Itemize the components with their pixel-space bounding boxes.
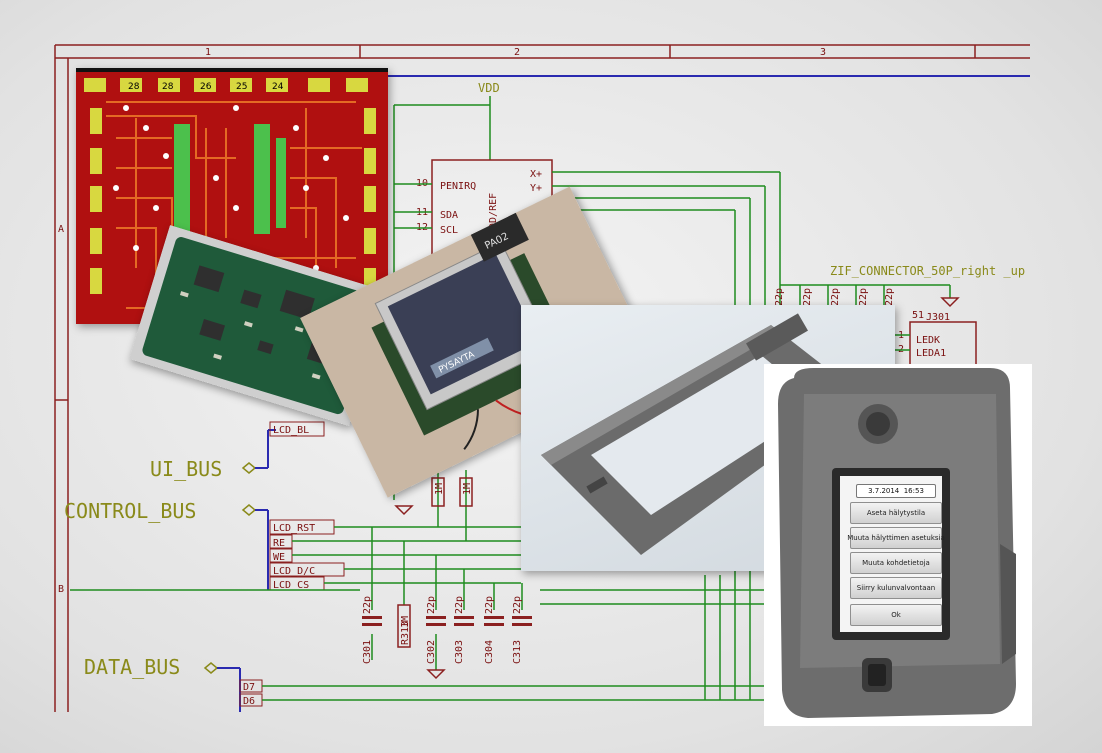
- frame-number-1: 1: [205, 47, 211, 58]
- chip-pin-xplus: X+: [530, 169, 542, 180]
- data-bus-label: DATA_BUS: [84, 655, 180, 679]
- menu-item-ok[interactable]: Ok: [850, 604, 942, 626]
- menu-item-muuta-kohdetietoja[interactable]: Muuta kohdetietoja: [850, 552, 942, 574]
- cap-value-3: 22p: [454, 596, 465, 614]
- connector-pin-51: 51: [912, 310, 924, 321]
- chip-pin-yplus: Y+: [530, 183, 542, 194]
- cap-ref-2: C302: [426, 640, 437, 664]
- finished-device-photo: 3.7.2014 16:53 Aseta hälytystila Muuta h…: [764, 364, 1032, 726]
- prototype-photo: PYSAYTA PA02: [300, 186, 658, 498]
- conn-cap-value-3: 22p: [830, 288, 841, 306]
- device-date: 3.7.2014: [868, 487, 900, 495]
- cap-ref-3: C303: [454, 640, 465, 664]
- control-bus-label: CONTROL_BUS: [64, 499, 196, 523]
- svg-text:LCD_D/C: LCD_D/C: [273, 566, 315, 577]
- svg-text:WE: WE: [273, 552, 285, 563]
- svg-text:LCD_CS: LCD_CS: [273, 580, 309, 591]
- menu-item-muuta-halyttimen-asetuksia[interactable]: Muuta hälyttimen asetuksia: [847, 527, 945, 549]
- pullup-resistor-2: [459, 477, 473, 507]
- signal-wires: [70, 470, 780, 701]
- frame-letter-a: A: [58, 224, 64, 235]
- signal-label-lcd-cs: LCD_CS: [269, 576, 325, 591]
- ui-bus-label: UI_BUS: [150, 457, 222, 481]
- signal-label-lcd-rst: LCD_RST: [269, 519, 335, 535]
- pcb-label-3: 26: [200, 82, 212, 92]
- conn-cap-value-5: 22p: [884, 288, 895, 306]
- schematic-frame: [54, 44, 1030, 712]
- connector-pin-leda1: LEDA1: [916, 348, 946, 359]
- menu-item-siirry-kulunvalvontaan[interactable]: Siirry kulunvalvontaan: [850, 577, 942, 599]
- device-time: 16:53: [903, 487, 924, 495]
- resistor-r313: [397, 604, 411, 648]
- chip-pin-penirq: PENIRQ: [440, 181, 476, 192]
- chip-pin-scl: SCL: [440, 225, 458, 236]
- pullup-value-2: 1M: [462, 483, 473, 495]
- connector-title: ZIF_CONNECTOR_50P_right _up: [830, 264, 1025, 278]
- cap-value-2: 22p: [426, 596, 437, 614]
- cap-ref-4: C304: [484, 640, 495, 664]
- bus-lines: [217, 429, 276, 712]
- pullup-resistor-1: [431, 477, 445, 507]
- device-date-time: 3.7.2014 16:53: [856, 484, 936, 498]
- frame-number-2: 2: [514, 47, 520, 58]
- svg-text:LCD_RST: LCD_RST: [273, 523, 315, 534]
- ground-symbol: [426, 669, 446, 680]
- conn-cap-value-2: 22p: [802, 288, 813, 306]
- chip-pin-vddref: VDD/REF: [488, 193, 499, 235]
- pullup-value-1: 1M: [434, 483, 445, 495]
- svg-text:D7: D7: [243, 682, 255, 693]
- conn-cap-value-1: 22p: [774, 288, 785, 306]
- svg-text:D6: D6: [243, 696, 255, 707]
- menu-item-aseta-halytystila[interactable]: Aseta hälytystila: [850, 502, 942, 524]
- signal-label-we: WE: [269, 548, 293, 563]
- ground-symbol-top: [394, 505, 414, 516]
- bus-port-symbols: [203, 462, 257, 674]
- device-screen: 3.7.2014 16:53 Aseta hälytystila Muuta h…: [840, 476, 945, 632]
- cap-value-1: 22p: [362, 596, 373, 614]
- cap-ref-5: C313: [512, 640, 523, 664]
- chip-pin-sda: SDA: [440, 210, 458, 221]
- cap-value-5: 22p: [512, 596, 523, 614]
- pcb-label-2: 28: [162, 82, 174, 92]
- connector-ref: J301: [926, 312, 950, 323]
- data-label-d7: D7: [239, 679, 263, 693]
- signal-label-lcd-bl: LCD_BL: [269, 421, 325, 437]
- filter-capacitors: [362, 616, 532, 626]
- data-label-d6: D6: [239, 693, 263, 707]
- svg-text:RE: RE: [273, 538, 285, 549]
- signal-label-lcd-dc: LCD_D/C: [269, 562, 345, 577]
- pcb-label-4: 25: [236, 82, 247, 92]
- resistor-value: 1M: [400, 616, 411, 628]
- net-vdd: VDD: [478, 81, 500, 95]
- pcb-label-5: 24: [272, 82, 284, 92]
- resistor-ref: R313: [400, 621, 411, 645]
- ground-symbol-connector: [940, 297, 960, 308]
- svg-text:LCD_BL: LCD_BL: [273, 425, 309, 436]
- cap-ref-1: C301: [362, 640, 373, 664]
- frame-letter-b: B: [58, 584, 64, 595]
- pcb-label-1: 28: [128, 82, 140, 92]
- frame-number-3: 3: [820, 47, 826, 58]
- signal-label-re: RE: [269, 534, 293, 549]
- conn-cap-value-4: 22p: [858, 288, 869, 306]
- cap-value-4: 22p: [484, 596, 495, 614]
- connector-pin-ledk: LEDK: [916, 335, 940, 346]
